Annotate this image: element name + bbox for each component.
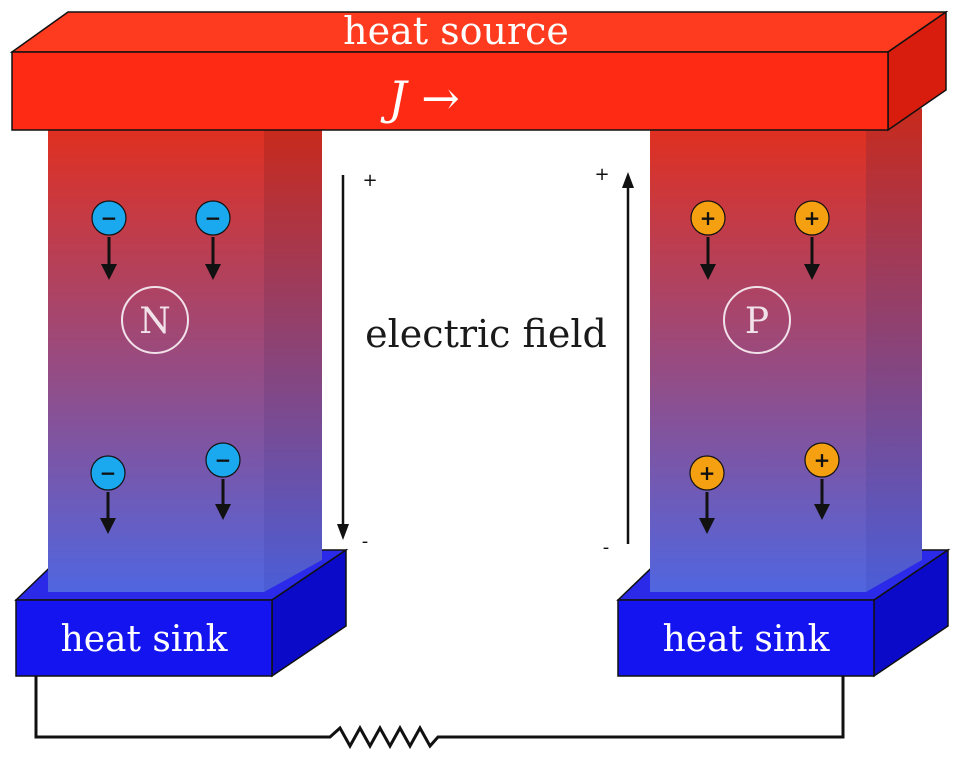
hole-icon bbox=[794, 200, 830, 236]
electron-icon bbox=[195, 200, 231, 236]
heat-source: heat source J → bbox=[9, 9, 949, 132]
n-type-leg bbox=[48, 130, 322, 592]
right-plus-label: + bbox=[594, 164, 609, 185]
heat-sink-right-label: heat sink bbox=[663, 619, 831, 660]
hole-sign: + bbox=[699, 461, 716, 485]
electron-carrier: − bbox=[91, 200, 127, 280]
down-arrow-icon bbox=[700, 264, 716, 280]
down-arrow-icon bbox=[814, 504, 830, 520]
p-type-leg bbox=[650, 108, 922, 592]
hole-icon bbox=[689, 455, 725, 491]
hole-icon bbox=[690, 200, 726, 236]
up-arrow-icon bbox=[622, 172, 634, 188]
electron-carrier: − bbox=[90, 455, 126, 534]
down-arrow-icon bbox=[100, 518, 116, 534]
hole-sign: + bbox=[804, 206, 821, 230]
electron-icon bbox=[205, 442, 241, 478]
p-leg-side bbox=[866, 108, 922, 592]
electron-icon bbox=[90, 455, 126, 491]
n-type-badge: N bbox=[121, 286, 189, 354]
hole-carrier: + bbox=[804, 442, 840, 520]
electron-carrier: − bbox=[195, 200, 231, 280]
down-arrow-icon bbox=[101, 264, 117, 280]
electron-carrier: − bbox=[205, 442, 241, 520]
field-arrow-right: + - bbox=[594, 164, 634, 558]
hole-carrier: + bbox=[690, 200, 726, 280]
hole-icon bbox=[804, 442, 840, 478]
n-leg-side bbox=[264, 130, 322, 592]
heat-sink-left-label: heat sink bbox=[61, 619, 229, 660]
p-type-label: P bbox=[745, 301, 769, 342]
p-type-badge: P bbox=[723, 286, 791, 354]
heat-sink-right-front bbox=[617, 599, 875, 677]
down-arrow-icon bbox=[699, 518, 715, 534]
electron-icon bbox=[91, 200, 127, 236]
left-minus-label: - bbox=[362, 531, 369, 552]
n-leg-front bbox=[48, 130, 264, 592]
down-arrow-icon bbox=[337, 524, 349, 540]
hole-carrier: + bbox=[794, 200, 830, 280]
hole-carrier: + bbox=[689, 455, 725, 534]
current-label: J → bbox=[380, 71, 460, 125]
electron-sign: − bbox=[215, 448, 232, 472]
down-arrow-icon bbox=[205, 264, 221, 280]
p-leg-front bbox=[650, 130, 866, 592]
electron-sign: − bbox=[100, 461, 117, 485]
heat-source-label: heat source bbox=[343, 9, 569, 53]
down-arrow-icon bbox=[215, 504, 231, 520]
left-plus-label: + bbox=[362, 170, 377, 191]
circuit-wire bbox=[34, 676, 845, 750]
down-arrow-icon bbox=[804, 264, 820, 280]
n-type-label: N bbox=[139, 301, 171, 342]
electron-sign: − bbox=[101, 206, 118, 230]
electron-sign: − bbox=[205, 206, 222, 230]
hole-sign: + bbox=[814, 448, 831, 472]
right-minus-label: - bbox=[603, 537, 610, 558]
hole-sign: + bbox=[700, 206, 717, 230]
heat-sink-left-front bbox=[15, 599, 273, 677]
field-arrow-left: + - bbox=[337, 170, 378, 552]
heat-source-front bbox=[11, 51, 889, 131]
electric-field-label: electric field bbox=[365, 312, 607, 356]
